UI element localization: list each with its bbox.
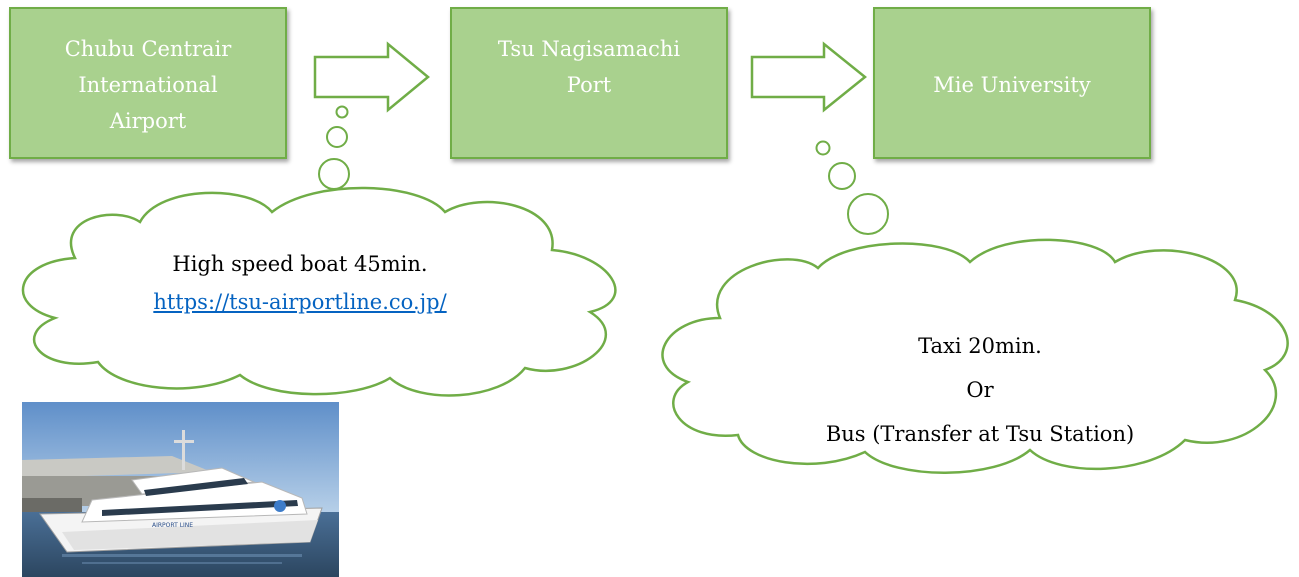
thought-bubble-large — [318, 158, 350, 190]
hull-lettering: AIRPORT LINE — [152, 522, 193, 529]
taxi-text: Taxi 20min. — [918, 334, 1042, 358]
airportline-link[interactable]: https://tsu-airportline.co.jp/ — [153, 290, 447, 314]
university-node: Mie University — [873, 7, 1151, 159]
airport-node: Chubu Centrair International Airport — [9, 7, 287, 159]
ferry-illustration: AIRPORT LINE — [22, 402, 339, 577]
bus-text: Bus (Transfer at Tsu Station) — [825, 422, 1135, 446]
boat-duration-text: High speed boat 45min. — [172, 252, 428, 276]
thought-bubble-large — [847, 193, 889, 235]
port-label: Tsu Nagisamachi Port — [497, 37, 681, 97]
airport-label: Chubu Centrair International Airport — [64, 37, 232, 133]
thought-bubble-small — [335, 105, 349, 119]
ferry-photo: AIRPORT LINE — [22, 402, 339, 577]
boat-cloud-shape — [21, 186, 617, 397]
or-text: Or — [966, 378, 994, 402]
boat-callout: High speed boat 45min. https://tsu-airpo… — [100, 248, 500, 324]
port-node: Tsu Nagisamachi Port — [450, 7, 728, 159]
taxi-cloud-shape — [661, 238, 1289, 474]
thought-bubble-small — [815, 140, 831, 156]
university-label: Mie University — [933, 73, 1091, 97]
taxi-callout: Taxi 20min. Or Bus (Transfer at Tsu Stat… — [745, 324, 1215, 456]
flow-arrow-2 — [750, 41, 867, 113]
flow-arrow-1 — [313, 41, 430, 113]
thought-bubble-medium — [828, 162, 856, 190]
thought-bubble-medium — [326, 126, 348, 148]
